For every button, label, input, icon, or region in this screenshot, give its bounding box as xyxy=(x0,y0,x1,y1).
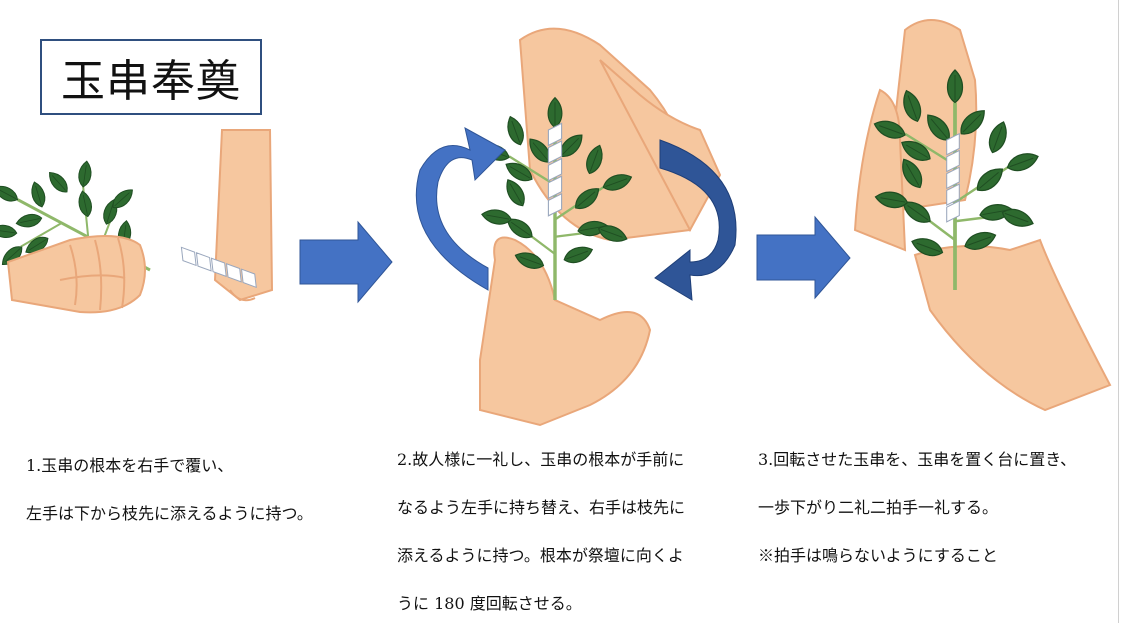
arrow-right-icon xyxy=(756,215,851,300)
caption-line: 2.故人様に一礼し、玉串の根本が手前に xyxy=(397,450,685,469)
caption-line: なるよう左手に持ち替え、右手は枝先に xyxy=(397,498,686,517)
step1-caption: 1.玉串の根本を右手で覆い、 左手は下から枝先に添えるように持つ。 xyxy=(26,442,313,538)
caption-line: ※拍手は鳴らないようにすること xyxy=(758,546,998,565)
step2-caption: 2.故人様に一礼し、玉串の根本が手前に なるよう左手に持ち替え、右手は枝先に 添… xyxy=(397,436,685,628)
rotate-arrow-icon xyxy=(415,127,737,301)
caption-line: 添えるように持つ。根本が祭壇に向くよ xyxy=(397,546,684,565)
caption-line: 一歩下がり二礼二拍手一礼する。 xyxy=(758,498,999,517)
step3-illustration xyxy=(853,19,1112,412)
page-title: 玉串奉奠 xyxy=(61,56,241,107)
title-box: 玉串奉奠 xyxy=(40,39,262,115)
step3-caption: 3.回転させた玉串を、玉串を置く台に置き、 一歩下がり二礼二拍手一礼する。 ※拍… xyxy=(758,436,1076,580)
arrow-right-icon xyxy=(299,220,393,304)
caption-line: 左手は下から枝先に添えるように持つ。 xyxy=(26,504,313,523)
caption-line: 3.回転させた玉串を、玉串を置く台に置き、 xyxy=(758,450,1077,469)
caption-line: 1.玉串の根本を右手で覆い、 xyxy=(26,456,234,475)
caption-line: うに 180 度回転させる。 xyxy=(397,594,582,613)
step1-illustration xyxy=(0,127,274,329)
step2-illustration xyxy=(415,27,737,427)
page-edge-rule xyxy=(1118,0,1119,623)
